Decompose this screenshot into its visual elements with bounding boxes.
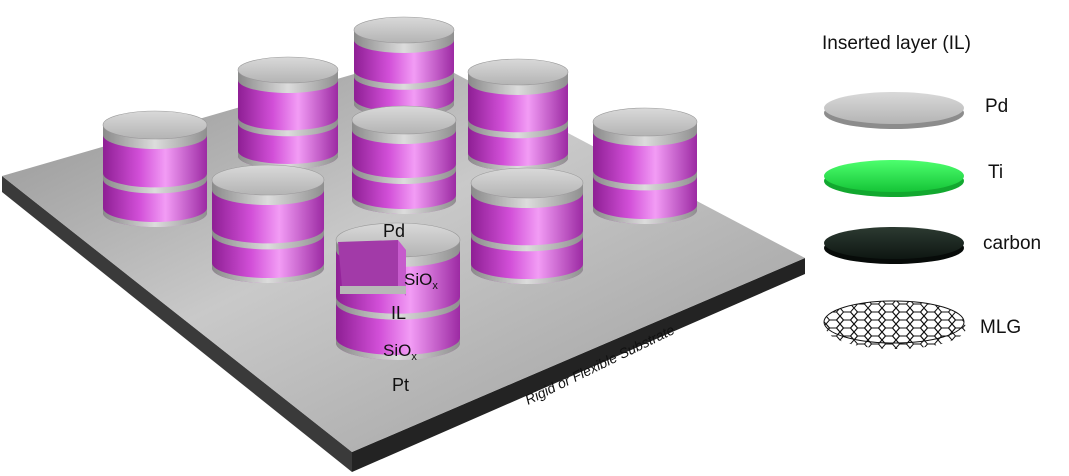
pillar <box>353 16 455 117</box>
bottom-electrode-band <box>103 208 207 227</box>
substrate-side-right <box>352 258 805 472</box>
legend-label-mlg: MLG <box>980 317 1021 338</box>
cut-inserted-layer <box>340 286 406 294</box>
pillar <box>237 56 339 169</box>
bottom-electrode-band <box>352 195 456 214</box>
inserted-layer-band <box>238 117 338 137</box>
bottom-electrode-band <box>593 205 697 224</box>
inserted-layer-band <box>103 173 207 194</box>
pillar <box>102 110 208 227</box>
top-cap <box>470 167 584 199</box>
pillar <box>351 105 457 214</box>
top-electrode-band <box>354 30 454 53</box>
pillar-cutaway <box>335 222 461 360</box>
top-cap <box>353 16 455 44</box>
pillar <box>470 167 584 284</box>
bottom-electrode-band <box>471 264 583 284</box>
legend-label-ti: Ti <box>988 162 1003 183</box>
pillar-body <box>468 72 568 171</box>
label-inserted-layer: IL <box>391 303 406 323</box>
top-electrode-band <box>212 180 324 205</box>
legend-title: Inserted layer (IL) <box>822 33 971 54</box>
top-electrode-band <box>593 122 697 146</box>
top-cap <box>237 56 339 84</box>
top-cap <box>211 164 325 196</box>
cell-labels: Pd SiOx IL SiOx Pt <box>383 221 438 395</box>
legend-item-carbon: carbon <box>824 227 1041 264</box>
pillar-body <box>103 125 207 227</box>
top-cap <box>351 105 457 135</box>
pd-disc-top <box>824 92 964 124</box>
legend: Inserted layer (IL) Pd Ti carbon MLG <box>822 33 1041 349</box>
label-bottom-electrode: Pt <box>392 375 409 395</box>
pillar-array <box>102 16 698 360</box>
carbon-disc-top <box>824 227 964 259</box>
mlg-lattice <box>823 300 965 344</box>
inserted-layer-band <box>335 296 460 320</box>
pillar-body <box>593 122 697 224</box>
top-electrode-band <box>468 72 568 95</box>
inserted-layer-band <box>593 170 697 191</box>
bottom-electrode-band <box>468 153 568 171</box>
pillar <box>592 107 698 224</box>
pillar-body <box>471 183 583 284</box>
bottom-electrode-band <box>212 263 324 283</box>
label-lower-oxide: SiOx <box>383 341 417 363</box>
legend-item-mlg: MLG <box>823 300 1021 349</box>
legend-item-pd: Pd <box>824 92 1008 129</box>
legend-label-pd: Pd <box>985 96 1008 117</box>
bottom-electrode-band <box>238 151 338 169</box>
top-cap <box>592 107 698 137</box>
ti-disc-top <box>824 160 964 192</box>
top-electrode-band <box>352 120 456 144</box>
inserted-layer-band <box>212 228 325 250</box>
top-electrode-band <box>238 70 338 93</box>
bottom-electrode-band <box>336 338 460 360</box>
top-cap <box>102 110 208 140</box>
pillar-body <box>354 30 454 117</box>
cut-face-right <box>398 240 406 296</box>
pillar-body <box>352 120 456 214</box>
inserted-layer-band <box>352 164 456 184</box>
pillar-body <box>238 70 338 169</box>
substrate-side-left <box>2 176 352 472</box>
label-upper-oxide: SiOx <box>404 270 438 292</box>
pillar-body <box>212 180 324 283</box>
legend-item-ti: Ti <box>824 160 1003 197</box>
top-electrode-band <box>471 183 583 208</box>
inserted-layer-band <box>471 230 584 252</box>
label-top-electrode: Pd <box>383 221 405 241</box>
top-electrode-band <box>103 125 207 149</box>
inserted-layer-band <box>468 119 568 139</box>
pillar <box>467 58 569 171</box>
cut-face-left <box>338 240 398 286</box>
legend-label-carbon: carbon <box>983 233 1041 254</box>
top-cap <box>467 58 569 86</box>
pillar <box>211 164 325 283</box>
inserted-layer-band <box>354 70 454 90</box>
